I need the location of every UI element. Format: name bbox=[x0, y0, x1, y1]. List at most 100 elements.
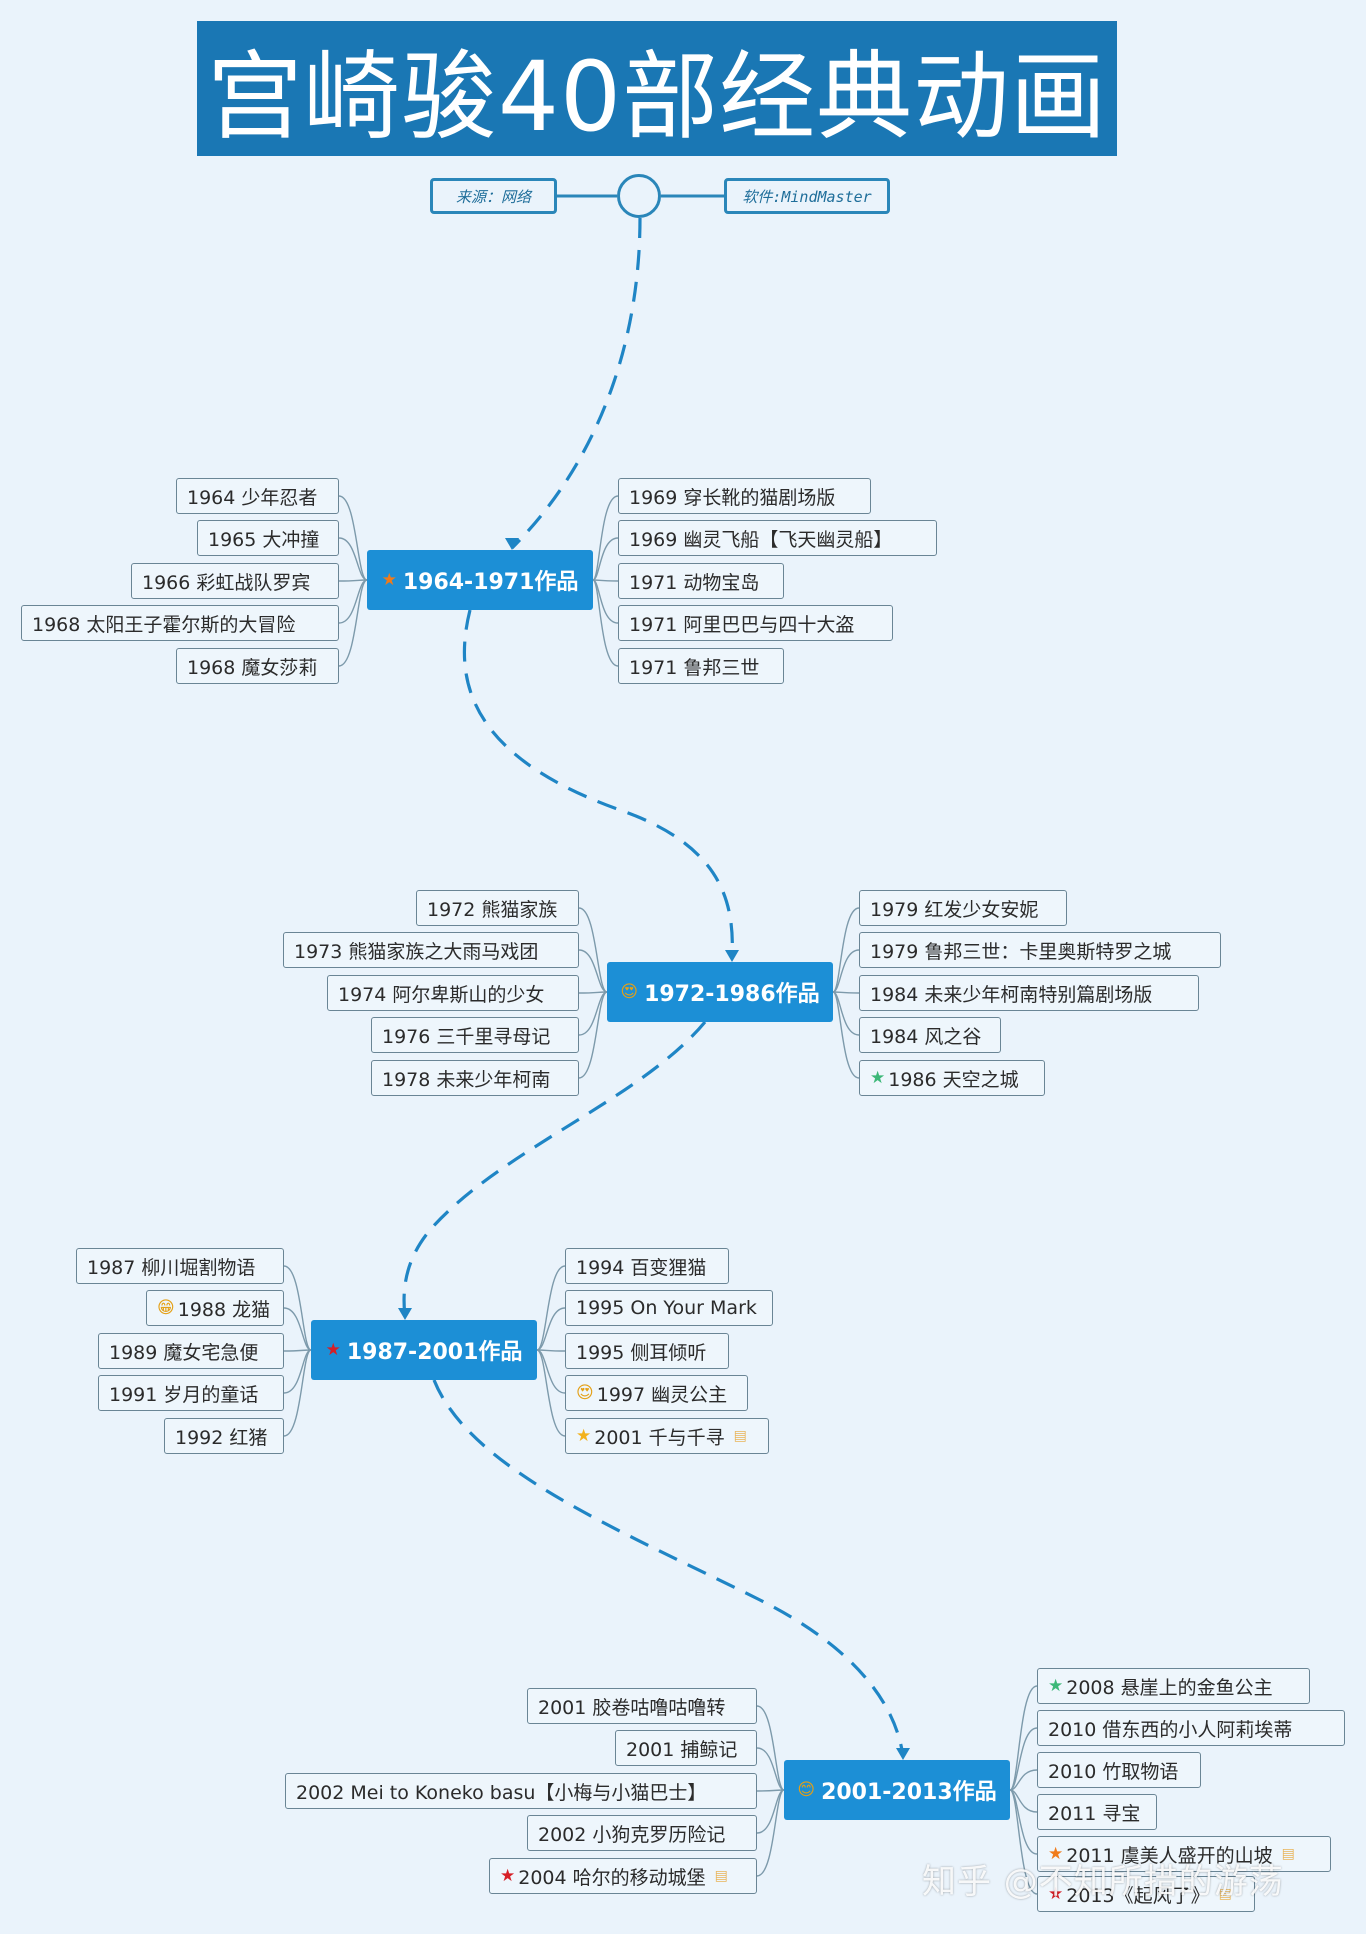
work-item[interactable]: 1971 阿里巴巴与四十大盗 bbox=[618, 605, 893, 641]
work-item[interactable]: 1965 大冲撞 bbox=[197, 520, 339, 556]
work-item[interactable]: ★2011 虞美人盛开的山坡▤ bbox=[1037, 1836, 1331, 1872]
work-title: 1994 百变狸猫 bbox=[576, 1256, 707, 1279]
branch-connector bbox=[578, 907, 608, 993]
branch-connector bbox=[592, 579, 619, 667]
timeline-arrowhead bbox=[725, 950, 739, 962]
work-item[interactable]: 2001 捕鲸记 bbox=[615, 1730, 757, 1766]
work-title: 1995 On Your Mark bbox=[576, 1297, 757, 1319]
work-item[interactable]: 1995 On Your Mark bbox=[565, 1290, 773, 1326]
work-item[interactable]: 😁1988 龙猫 bbox=[146, 1290, 284, 1326]
note-icon: ▤ bbox=[1218, 1886, 1232, 1902]
branch-connector bbox=[283, 1349, 312, 1352]
work-item[interactable]: 1995 侧耳倾听 bbox=[565, 1333, 729, 1369]
work-title: 1976 三千里寻母记 bbox=[382, 1025, 551, 1048]
branch-connector bbox=[578, 991, 608, 1036]
work-title: 1966 彩虹战队罗宾 bbox=[142, 571, 311, 594]
work-item[interactable]: 2001 胶卷咕噜咕噜转 bbox=[527, 1688, 757, 1724]
work-title: 2010 竹取物语 bbox=[1048, 1760, 1179, 1783]
work-title: 2002 小狗克罗历险记 bbox=[538, 1823, 726, 1846]
work-title: 1974 阿尔卑斯山的少女 bbox=[338, 983, 545, 1006]
branch-connector bbox=[756, 1789, 785, 1877]
work-item[interactable]: 1989 魔女宅急便 bbox=[98, 1333, 284, 1369]
root-node[interactable] bbox=[617, 174, 661, 218]
work-item[interactable]: 😍1997 幽灵公主 bbox=[565, 1375, 748, 1411]
period-node[interactable]: 😊2001-2013作品 bbox=[784, 1760, 1010, 1820]
star-icon: ★ bbox=[325, 1339, 341, 1360]
work-item[interactable]: 1991 岁月的童话 bbox=[98, 1375, 284, 1411]
branch-connector bbox=[832, 991, 860, 1036]
work-title: 2002 Mei to Koneko basu【小梅与小猫巴士】 bbox=[296, 1781, 707, 1804]
source-label: 来源：网络 bbox=[455, 187, 531, 206]
work-item[interactable]: 1978 未来少年柯南 bbox=[371, 1060, 579, 1096]
map-title: 宫崎骏40部经典动画 bbox=[197, 21, 1117, 156]
star-icon: ★ bbox=[500, 1865, 516, 1886]
branch-connector bbox=[283, 1349, 312, 1437]
branch-connector bbox=[756, 1747, 785, 1791]
work-item[interactable]: 1979 鲁邦三世：卡里奥斯特罗之城 bbox=[859, 932, 1221, 968]
work-item[interactable]: 1972 熊猫家族 bbox=[416, 890, 579, 926]
branch-connector bbox=[578, 949, 608, 993]
work-item[interactable]: 1987 柳川堀割物语 bbox=[76, 1248, 284, 1284]
work-title: 1968 太阳王子霍尔斯的大冒险 bbox=[32, 613, 296, 636]
star-icon: ★ bbox=[381, 569, 397, 590]
work-item[interactable]: 2011 寻宝 bbox=[1037, 1794, 1157, 1830]
source-note[interactable]: 来源：网络 bbox=[430, 178, 557, 214]
star-icon: ★ bbox=[1048, 1675, 1064, 1696]
work-title: 1971 阿里巴巴与四十大盗 bbox=[629, 613, 855, 636]
work-title: 2011 寻宝 bbox=[1048, 1802, 1141, 1825]
work-item[interactable]: 1971 鲁邦三世 bbox=[618, 648, 784, 684]
branch-connector bbox=[592, 579, 619, 624]
work-item[interactable]: ★2004 哈尔的移动城堡▤ bbox=[489, 1858, 757, 1894]
work-item[interactable]: ★1986 天空之城 bbox=[859, 1060, 1045, 1096]
work-title: 1991 岁月的童话 bbox=[109, 1383, 259, 1406]
branch-connector bbox=[536, 1265, 566, 1351]
work-item[interactable]: 1966 彩虹战队罗宾 bbox=[131, 563, 339, 599]
work-item[interactable]: 2010 借东西的小人阿莉埃蒂 bbox=[1037, 1710, 1345, 1746]
work-item[interactable]: 1984 未来少年柯南特别篇剧场版 bbox=[859, 975, 1199, 1011]
work-item[interactable]: 1973 熊猫家族之大雨马戏团 bbox=[283, 932, 579, 968]
work-item[interactable]: 1969 穿长靴的猫剧场版 bbox=[618, 478, 871, 514]
work-item[interactable]: 1979 红发少女安妮 bbox=[859, 890, 1067, 926]
work-item[interactable]: 1968 魔女莎莉 bbox=[176, 648, 339, 684]
star-icon: ★ bbox=[870, 1067, 886, 1088]
work-item[interactable]: 2002 小狗克罗历险记 bbox=[527, 1815, 757, 1851]
software-note[interactable]: 软件:MindMaster bbox=[724, 178, 890, 214]
work-item[interactable]: 2002 Mei to Koneko basu【小梅与小猫巴士】 bbox=[285, 1773, 757, 1809]
work-item[interactable]: ★2013《起风了》▤ bbox=[1037, 1876, 1255, 1912]
branch-connector bbox=[536, 1349, 566, 1352]
branch-connector bbox=[756, 1789, 785, 1792]
period-node[interactable]: ★1964-1971作品 bbox=[367, 550, 593, 610]
work-item[interactable]: 1971 动物宝岛 bbox=[618, 563, 784, 599]
star-icon: ★ bbox=[1048, 1843, 1064, 1864]
period-node[interactable]: 😍1972-1986作品 bbox=[607, 962, 833, 1022]
heart-eyes-emoji-icon: 😍 bbox=[576, 1382, 594, 1403]
work-item[interactable]: 1984 风之谷 bbox=[859, 1017, 1001, 1053]
branch-connector bbox=[283, 1307, 312, 1351]
period-node[interactable]: ★1987-2001作品 bbox=[311, 1320, 537, 1380]
work-title: 1973 熊猫家族之大雨马戏团 bbox=[294, 940, 539, 963]
heart-eyes-emoji-icon: 😍 bbox=[620, 981, 639, 1002]
work-item[interactable]: 1994 百变狸猫 bbox=[565, 1248, 729, 1284]
work-title: 1986 天空之城 bbox=[888, 1068, 1019, 1091]
branch-connector bbox=[338, 495, 368, 581]
work-item[interactable]: 1968 太阳王子霍尔斯的大冒险 bbox=[21, 605, 339, 641]
work-item[interactable]: 1974 阿尔卑斯山的少女 bbox=[327, 975, 579, 1011]
work-title: 1964 少年忍者 bbox=[187, 486, 318, 509]
work-item[interactable]: 2010 竹取物语 bbox=[1037, 1752, 1201, 1788]
work-item[interactable]: 1969 幽灵飞船【飞天幽灵船】 bbox=[618, 520, 937, 556]
software-label: 软件:MindMaster bbox=[742, 187, 872, 206]
work-item[interactable]: 1964 少年忍者 bbox=[176, 478, 339, 514]
work-item[interactable]: 1992 红猪 bbox=[164, 1418, 284, 1454]
period-label: 1987-2001作品 bbox=[346, 1340, 523, 1365]
work-title: 1997 幽灵公主 bbox=[596, 1383, 728, 1406]
work-title: 1987 柳川堀割物语 bbox=[87, 1256, 256, 1279]
work-item[interactable]: 1976 三千里寻母记 bbox=[371, 1017, 579, 1053]
branch-connector bbox=[832, 991, 860, 994]
watermark: 知乎 @不知所措的游荡 bbox=[922, 1862, 1284, 1902]
work-title: 2013《起风了》 bbox=[1066, 1884, 1210, 1907]
branch-connector bbox=[338, 579, 368, 624]
branch-connector bbox=[338, 537, 368, 581]
work-item[interactable]: ★2001 千与千寻▤ bbox=[565, 1418, 769, 1454]
work-item[interactable]: ★2008 悬崖上的金鱼公主 bbox=[1037, 1668, 1310, 1704]
work-title: 2001 胶卷咕噜咕噜转 bbox=[538, 1696, 726, 1719]
